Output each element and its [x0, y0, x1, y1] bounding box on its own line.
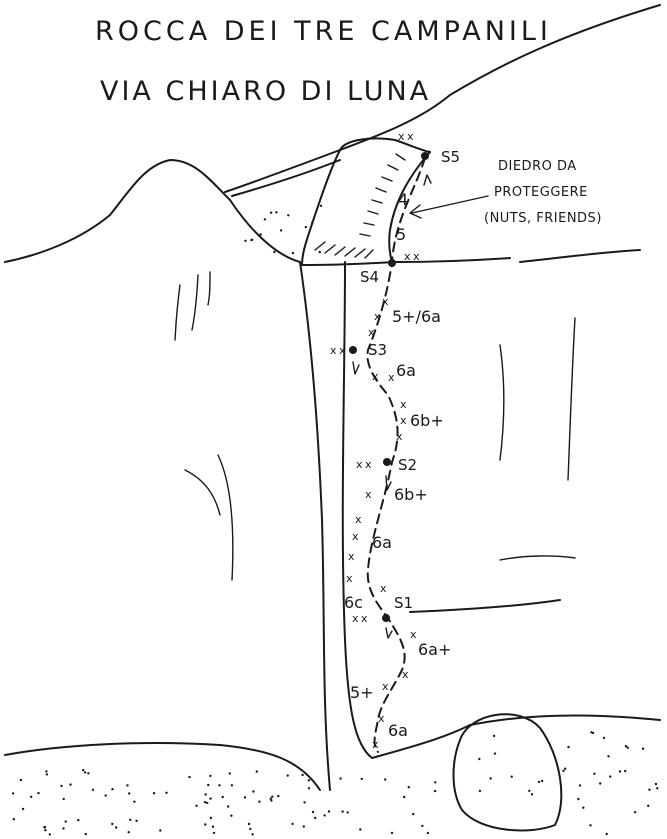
svg-text:x: x: [356, 458, 363, 471]
left-hill-outline: [5, 160, 230, 262]
svg-text:x: x: [382, 680, 389, 693]
pitch-grade-4: 4: [398, 190, 408, 209]
pitch-grade-5: 5: [396, 225, 406, 244]
station-s4-label: S4: [360, 268, 379, 286]
right-ledge-line: [410, 600, 560, 612]
pitch-grade-6c: 6c: [344, 593, 363, 612]
route-arrow-top: [424, 175, 431, 185]
svg-text:x: x: [382, 295, 389, 308]
svg-text:x: x: [348, 550, 355, 563]
annotation-arrow: [412, 196, 488, 213]
svg-text:x: x: [374, 310, 381, 323]
svg-text:x: x: [365, 458, 372, 471]
svg-text:x: x: [352, 612, 359, 625]
pitch-grade-6bplus-lower: 6b+: [394, 485, 428, 504]
station-s2-dot: [383, 458, 391, 466]
left-ridge-to-gully: [230, 200, 300, 262]
route-line: [367, 158, 425, 752]
svg-text:x: x: [372, 738, 379, 751]
svg-text:x: x: [400, 398, 407, 411]
svg-text:x: x: [402, 668, 409, 681]
pitch-grade-6a-upper: 6a: [396, 361, 416, 380]
svg-text:x: x: [400, 414, 407, 427]
svg-text:x: x: [410, 628, 417, 641]
pitch-grade-6aplus: 6a+: [418, 640, 451, 659]
station-s2-label: S2: [398, 456, 417, 474]
svg-text:x: x: [396, 430, 403, 443]
svg-text:x: x: [330, 344, 337, 357]
annotation-line-1: DIEDRO DA: [498, 159, 577, 174]
svg-text:x: x: [378, 712, 385, 725]
main-gully-line: [300, 262, 330, 790]
svg-text:x: x: [413, 250, 420, 263]
annotation-line-3: (NUTS, FRIENDS): [484, 211, 602, 226]
svg-text:x: x: [346, 572, 353, 585]
left-ground-line: [5, 743, 320, 790]
topo-title: ROCCA DEI TRE CAMPANILI: [95, 16, 552, 47]
station-s3-label: S3: [368, 341, 387, 359]
svg-text:x: x: [372, 370, 379, 383]
svg-text:x: x: [368, 326, 375, 339]
station-s4-dot: [388, 259, 396, 267]
pitch-grade-5plus: 5+: [350, 683, 374, 702]
right-ridge-line-2: [520, 250, 640, 262]
pitch-grade-5plus-6a: 5+/6a: [392, 307, 441, 326]
svg-text:x: x: [339, 344, 346, 357]
route-arrow-s1: [386, 628, 392, 638]
svg-text:x: x: [352, 530, 359, 543]
svg-text:x: x: [361, 612, 368, 625]
pitch-grade-6a-middle: 6a: [372, 533, 392, 552]
station-s3-dot: [349, 346, 357, 354]
route-name: VIA CHIARO DI LUNA: [100, 76, 431, 107]
dihedral-hatching: [315, 154, 405, 258]
route-arrow-s3: [353, 362, 359, 374]
scree-stipple: [12, 205, 659, 836]
svg-text:x: x: [407, 130, 414, 143]
boulder-outline: [454, 714, 562, 830]
pitch-grade-6bplus-upper: 6b+: [410, 411, 444, 430]
pitch-grade-6a-lower: 6a: [388, 721, 408, 740]
svg-text:x: x: [355, 513, 362, 526]
dihedral-block-outline: [302, 150, 395, 265]
ground-right-line: [470, 715, 660, 725]
svg-text:x: x: [388, 371, 395, 384]
station-s1-label: S1: [394, 594, 413, 612]
svg-text:x: x: [404, 250, 411, 263]
svg-text:x: x: [398, 130, 405, 143]
annotation-line-2: PROTEGGERE: [494, 185, 588, 200]
station-s5-label: S5: [441, 148, 460, 166]
svg-text:x: x: [365, 488, 372, 501]
station-s1-dot: [382, 614, 390, 622]
svg-text:x: x: [380, 582, 387, 595]
station-s5-dot: [421, 152, 429, 160]
